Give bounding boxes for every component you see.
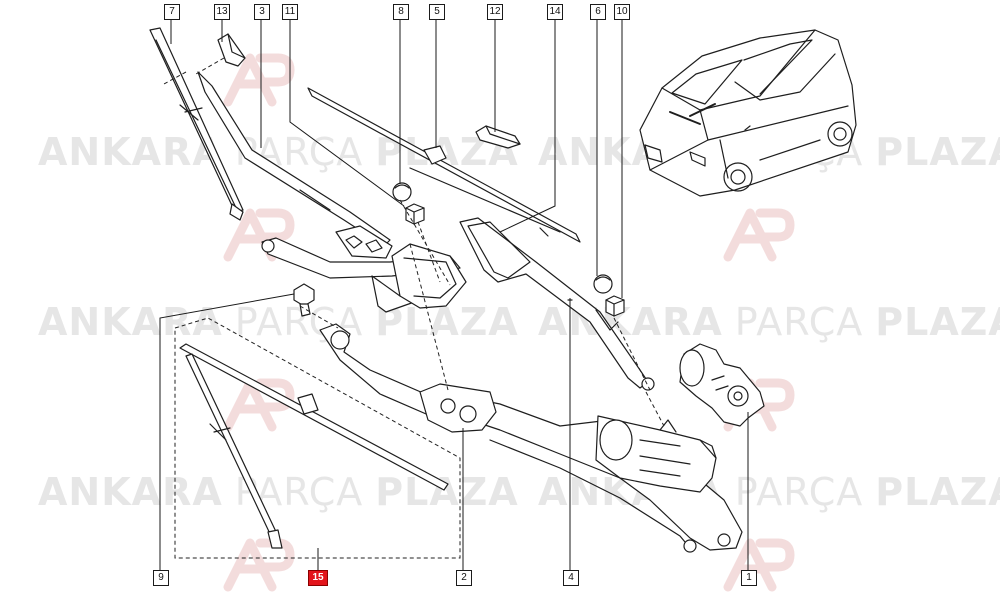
part-7-wiper-blade-left [149, 27, 244, 221]
callout-13: 13 [214, 4, 230, 20]
callout-9: 9 [153, 570, 169, 586]
callout-leaders [159, 19, 749, 570]
callout-4: 4 [563, 570, 579, 586]
callout-5: 5 [429, 4, 445, 20]
dashed-guides [163, 57, 665, 559]
part-12-arm-cap [475, 125, 521, 149]
callout-7: 7 [164, 4, 180, 20]
watermark-logo-icon [723, 538, 795, 592]
callout-12: 12 [487, 4, 503, 20]
watermark-word-1: ANKARA [38, 300, 223, 344]
watermark-word-3: PLAZA [375, 470, 519, 514]
callout-6: 6 [590, 4, 606, 20]
part-11-nut [405, 203, 425, 225]
part-10-nut [605, 295, 625, 317]
watermark-word-3: PLAZA [875, 130, 1000, 174]
watermark-word-2: PARÇA [734, 470, 864, 514]
callout-3: 3 [254, 4, 270, 20]
part-3-wiper-arm-left [197, 71, 393, 259]
watermark-word-3: PLAZA [875, 470, 1000, 514]
part-1-motor-mount [595, 415, 717, 493]
callout-8: 8 [393, 4, 409, 20]
car-illustration [639, 29, 857, 197]
part-2-linkage-frame [261, 237, 743, 553]
part-13-blade-clip [217, 33, 246, 67]
part-9-bolt [293, 283, 315, 317]
watermark-word-2: PARÇA [734, 300, 864, 344]
watermark-word-3: PLAZA [875, 300, 1000, 344]
watermark-logo-icon [723, 208, 795, 262]
callout-2: 2 [456, 570, 472, 586]
blade-kit-dashed-frame [174, 317, 461, 559]
callout-11: 11 [282, 4, 298, 20]
callout-15: 15 [308, 570, 328, 586]
watermark-word-1: ANKARA [538, 300, 723, 344]
part-6-nut-cap [593, 274, 613, 294]
part-14-wiper-arm-lower [459, 217, 655, 391]
part-8-nut-cap [392, 182, 412, 202]
watermark-logo-icon [223, 538, 295, 592]
part-15-blade-kit [179, 343, 449, 549]
callout-10: 10 [614, 4, 630, 20]
callout-1: 1 [741, 570, 757, 586]
part-5-wiper-arm-right [307, 87, 581, 243]
part-1-wiper-motor [679, 343, 765, 427]
watermark-word-1: ANKARA [38, 470, 223, 514]
callout-14: 14 [547, 4, 563, 20]
watermark-word-1: ANKARA [38, 130, 223, 174]
